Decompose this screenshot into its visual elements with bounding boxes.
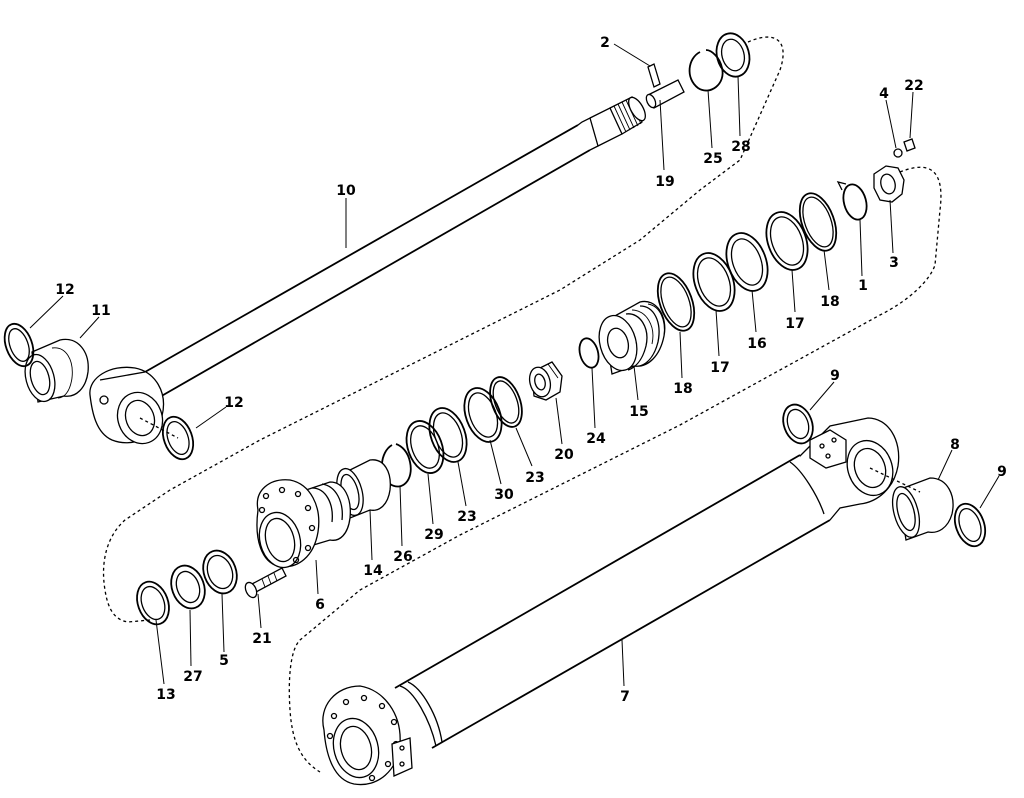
dust-seal-right: [161, 415, 195, 461]
seal-23-left: [428, 407, 468, 463]
dust-seal-9-lower: [953, 502, 987, 548]
callout-labels: 1 2 3 4 5 6 7 8 9 9 10 11 12 12 13 14 15…: [55, 35, 1007, 705]
setscrew-22: [903, 138, 916, 152]
wear-ring-17-right: [765, 211, 809, 271]
callout-14: 14: [363, 563, 383, 579]
cushion-ring-28: [715, 32, 751, 78]
callout-6: 6: [315, 597, 325, 613]
piston-rod: [89, 96, 646, 445]
callout-3: 3: [889, 255, 899, 271]
callout-20: 20: [554, 447, 574, 463]
callout-9-lower: 9: [997, 464, 1007, 480]
callout-11: 11: [91, 303, 110, 319]
wear-ring-17-left: [692, 252, 736, 312]
callout-22: 22: [904, 78, 923, 94]
callout-12-left: 12: [55, 282, 74, 298]
callout-9-upper: 9: [830, 368, 840, 384]
leader-lines: [29, 43, 1000, 687]
pin-bushing-8: [891, 477, 954, 541]
piston-nut: [873, 165, 905, 203]
o-ring-5: [202, 549, 238, 595]
o-ring-24: [578, 337, 600, 369]
callout-1: 1: [858, 278, 868, 294]
callout-16: 16: [747, 336, 766, 352]
callout-12-right: 12: [224, 395, 243, 411]
callout-19: 19: [655, 174, 674, 190]
dust-wiper-13: [136, 580, 170, 626]
callout-10: 10: [336, 183, 356, 199]
callout-15: 15: [629, 404, 648, 420]
callout-29: 29: [424, 527, 443, 543]
pin: [647, 63, 661, 88]
callout-18-right: 18: [820, 294, 839, 310]
callout-7: 7: [620, 689, 630, 705]
snap-ring-27: [170, 564, 206, 610]
rod-seal-30: [463, 387, 503, 443]
callout-27: 27: [183, 669, 202, 685]
callout-8: 8: [950, 437, 960, 453]
callout-4: 4: [879, 86, 889, 102]
assembly-dashed-line-lower: [288, 166, 942, 773]
assembly-dashed-line-upper: [102, 36, 784, 623]
backup-ring-18-left: [656, 272, 696, 332]
rod-pin-axis-dashed: [139, 417, 179, 439]
callout-13: 13: [156, 687, 175, 703]
callout-21: 21: [252, 631, 271, 647]
piston: [598, 300, 666, 375]
steel-ball: [893, 148, 903, 158]
callout-17-left: 17: [710, 360, 729, 376]
setscrew-19: [645, 79, 685, 109]
callout-23-right: 23: [525, 470, 544, 486]
callout-26: 26: [393, 549, 412, 565]
callout-28: 28: [731, 139, 750, 155]
backup-ring-18-right: [798, 192, 838, 252]
dust-seal-9-upper: [782, 403, 814, 445]
seal-23-right: [489, 376, 523, 428]
cylinder-tube: [322, 417, 900, 786]
callout-23-left: 23: [457, 509, 476, 525]
cushion-bearing: [528, 361, 563, 401]
rod-bushing: [24, 338, 89, 403]
callout-17-right: 17: [785, 316, 804, 332]
socket-bolt: [244, 567, 287, 599]
dust-seal-left: [3, 322, 35, 368]
callout-30: 30: [494, 487, 514, 503]
buffer-ring-29: [405, 420, 445, 474]
cylinder-head: [256, 479, 351, 569]
snap-ring-25: [688, 49, 724, 92]
callout-2: 2: [600, 35, 610, 51]
callout-18-left: 18: [673, 381, 692, 397]
callout-25: 25: [703, 151, 722, 167]
ring-1: [836, 181, 868, 221]
callout-5: 5: [219, 653, 229, 669]
callout-24: 24: [586, 431, 606, 447]
